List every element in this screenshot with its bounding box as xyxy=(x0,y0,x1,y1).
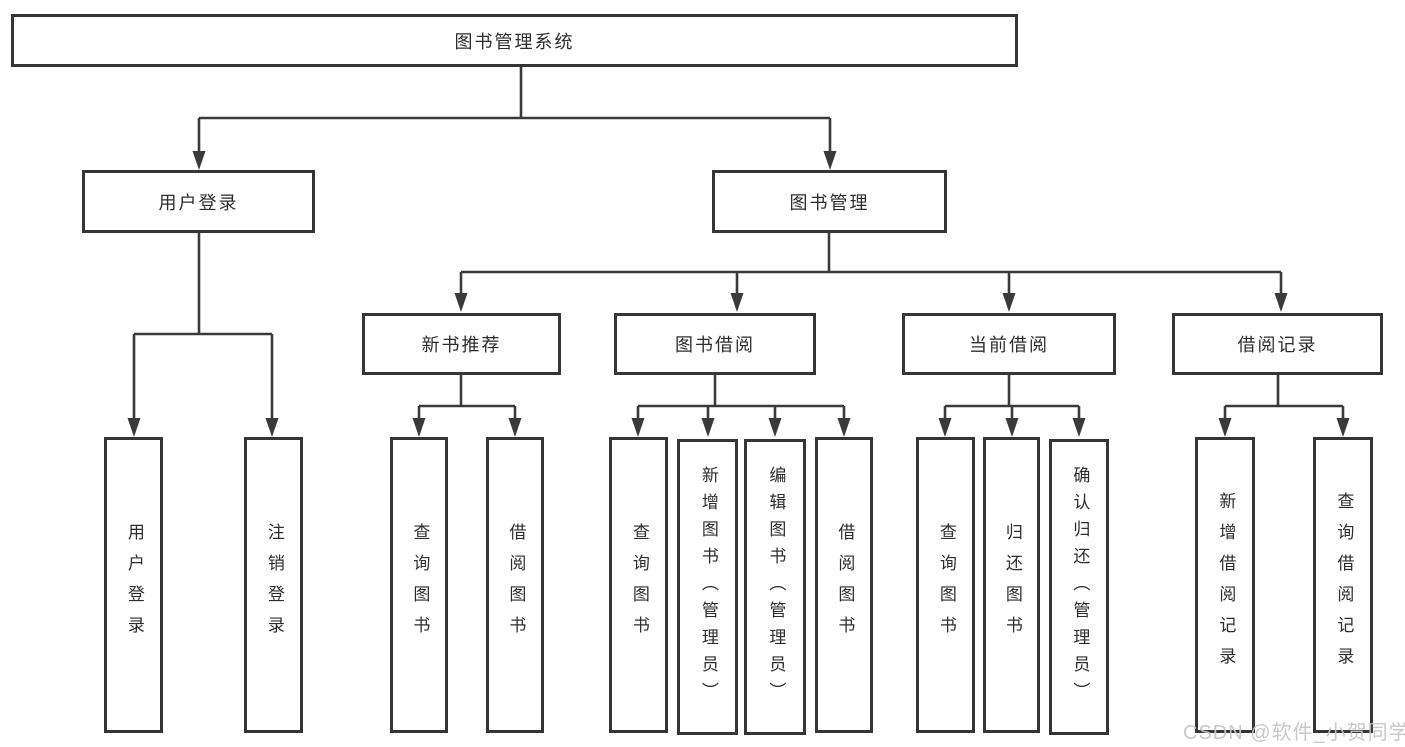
leaf-query-books-current-label: 查询图书 xyxy=(936,523,956,647)
node-current-borrowing: 当前借阅 xyxy=(902,313,1116,375)
leaf-logout: 注销登录 xyxy=(244,437,303,733)
leaf-borrow-books-borrowing: 借阅图书 xyxy=(815,437,873,733)
arrowhead-icon xyxy=(508,418,522,437)
leaf-query-books-borrowing-label: 查询图书 xyxy=(629,523,649,647)
connector-user-login xyxy=(132,233,274,420)
arrowhead-icon xyxy=(265,418,279,437)
node-book-management-label: 图书管理 xyxy=(789,192,870,213)
leaf-query-books-recommend: 查询图书 xyxy=(390,437,448,733)
node-borrowing-records-label: 借阅记录 xyxy=(1237,335,1318,355)
arrowhead-icon xyxy=(837,418,851,437)
arrowhead-icon xyxy=(938,418,952,437)
node-new-book-recommend-label: 新书推荐 xyxy=(421,335,502,355)
arrowhead-icon xyxy=(823,151,837,170)
arrowhead-icon xyxy=(192,151,206,170)
arrowhead-icon xyxy=(701,418,715,437)
leaf-borrow-books-borrowing-label: 借阅图书 xyxy=(835,523,855,647)
node-book-management: 图书管理 xyxy=(712,170,947,233)
arrowhead-icon xyxy=(454,293,468,312)
connector-current-borrowing xyxy=(943,375,1081,421)
leaf-edit-book-admin: 编辑图书（管理员） xyxy=(744,439,806,735)
node-root-label: 图书管理系统 xyxy=(454,31,575,52)
leaf-add-book-admin-label: 新增图书（管理员） xyxy=(698,465,718,709)
arrowhead-icon xyxy=(1274,293,1288,312)
leaf-borrow-books-recommend: 借阅图书 xyxy=(486,437,544,733)
arrowhead-icon xyxy=(1072,418,1086,437)
connector-root xyxy=(197,67,832,152)
leaf-return-book: 归还图书 xyxy=(983,437,1040,733)
leaf-query-books-recommend-label: 查询图书 xyxy=(410,523,430,647)
connector-book-borrowing xyxy=(636,375,846,421)
leaf-add-borrow-record-label: 新增借阅记录 xyxy=(1216,492,1236,678)
connector-book-management xyxy=(459,233,1283,296)
leaf-query-books-borrowing: 查询图书 xyxy=(609,437,668,733)
leaf-return-book-label: 归还图书 xyxy=(1002,523,1022,647)
connector-new-book-recommend xyxy=(417,375,517,421)
leaf-edit-book-admin-label: 编辑图书（管理员） xyxy=(766,465,786,709)
leaf-query-borrow-record: 查询借阅记录 xyxy=(1313,437,1373,733)
leaf-borrow-books-recommend-label: 借阅图书 xyxy=(506,523,526,647)
leaf-query-borrow-record-label: 查询借阅记录 xyxy=(1334,492,1354,678)
arrowhead-icon xyxy=(1002,293,1016,312)
arrowhead-group xyxy=(127,151,1350,437)
arrowhead-icon xyxy=(1336,418,1350,437)
leaf-user-login-label: 用户登录 xyxy=(124,523,144,647)
node-current-borrowing-label: 当前借阅 xyxy=(969,335,1049,355)
arrowhead-icon xyxy=(412,418,426,437)
node-user-login-label: 用户登录 xyxy=(158,192,239,213)
arrowhead-icon xyxy=(768,418,782,437)
leaf-query-books-current: 查询图书 xyxy=(916,437,975,733)
arrowhead-icon xyxy=(1218,418,1232,437)
node-borrowing-records: 借阅记录 xyxy=(1172,313,1383,375)
leaf-user-login: 用户登录 xyxy=(104,437,163,733)
leaf-add-book-admin: 新增图书（管理员） xyxy=(677,439,738,735)
watermark-text: CSDN @软件_小贺同学 xyxy=(1183,722,1405,744)
arrowhead-icon xyxy=(1005,418,1019,437)
node-new-book-recommend: 新书推荐 xyxy=(362,313,561,375)
arrowhead-icon xyxy=(730,293,744,312)
leaf-confirm-return-admin-label: 确认归还（管理员） xyxy=(1070,465,1090,709)
arrowhead-icon xyxy=(127,418,141,437)
leaf-confirm-return-admin: 确认归还（管理员） xyxy=(1049,439,1109,735)
connector-borrowing-records xyxy=(1223,375,1345,421)
node-root: 图书管理系统 xyxy=(11,14,1018,67)
node-book-borrowing-label: 图书借阅 xyxy=(675,335,755,355)
node-book-borrowing: 图书借阅 xyxy=(614,313,816,375)
leaf-logout-label: 注销登录 xyxy=(264,523,284,647)
node-user-login: 用户登录 xyxy=(82,170,315,233)
leaf-add-borrow-record: 新增借阅记录 xyxy=(1195,437,1255,733)
arrowhead-icon xyxy=(631,418,645,437)
